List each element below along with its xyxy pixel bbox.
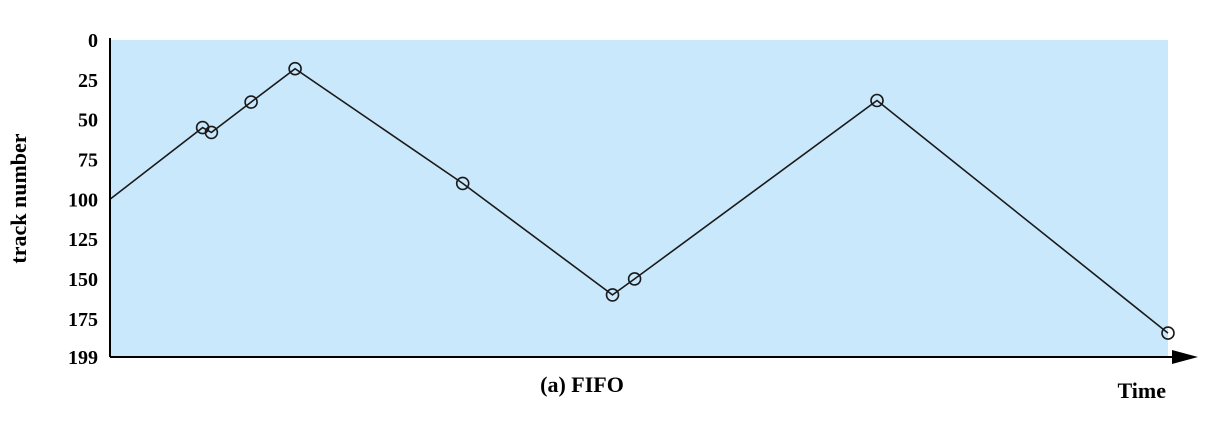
series-line: [109, 67, 1169, 334]
data-point: [455, 176, 470, 191]
data-point: [288, 61, 302, 76]
y-tick-label: 100: [68, 189, 98, 211]
y-tick-label: 0: [88, 30, 98, 52]
y-tick-label: 25: [78, 70, 98, 92]
y-tick-label: 75: [78, 149, 98, 171]
chart-title: (a) FIFO: [540, 372, 624, 397]
y-tick-labels: 0 25 50 75 100 125 150 175 199: [68, 30, 98, 369]
x-axis-label: Time: [1118, 378, 1167, 403]
data-point: [1161, 326, 1175, 340]
plot-background: [110, 40, 1168, 357]
y-tick-label: 125: [68, 229, 98, 251]
x-axis-arrow: [1172, 350, 1198, 364]
series-layer: [109, 61, 1175, 340]
data-point: [204, 125, 219, 140]
data-point: [627, 272, 642, 286]
y-tick-label: 199: [68, 347, 98, 369]
data-point: [605, 288, 620, 302]
y-tick-label: 175: [68, 309, 98, 331]
y-tick-label: 50: [78, 110, 98, 132]
y-tick-label: 150: [68, 269, 98, 291]
y-axis-label: track number: [6, 133, 31, 263]
data-point: [870, 93, 884, 108]
data-point: [244, 95, 258, 109]
